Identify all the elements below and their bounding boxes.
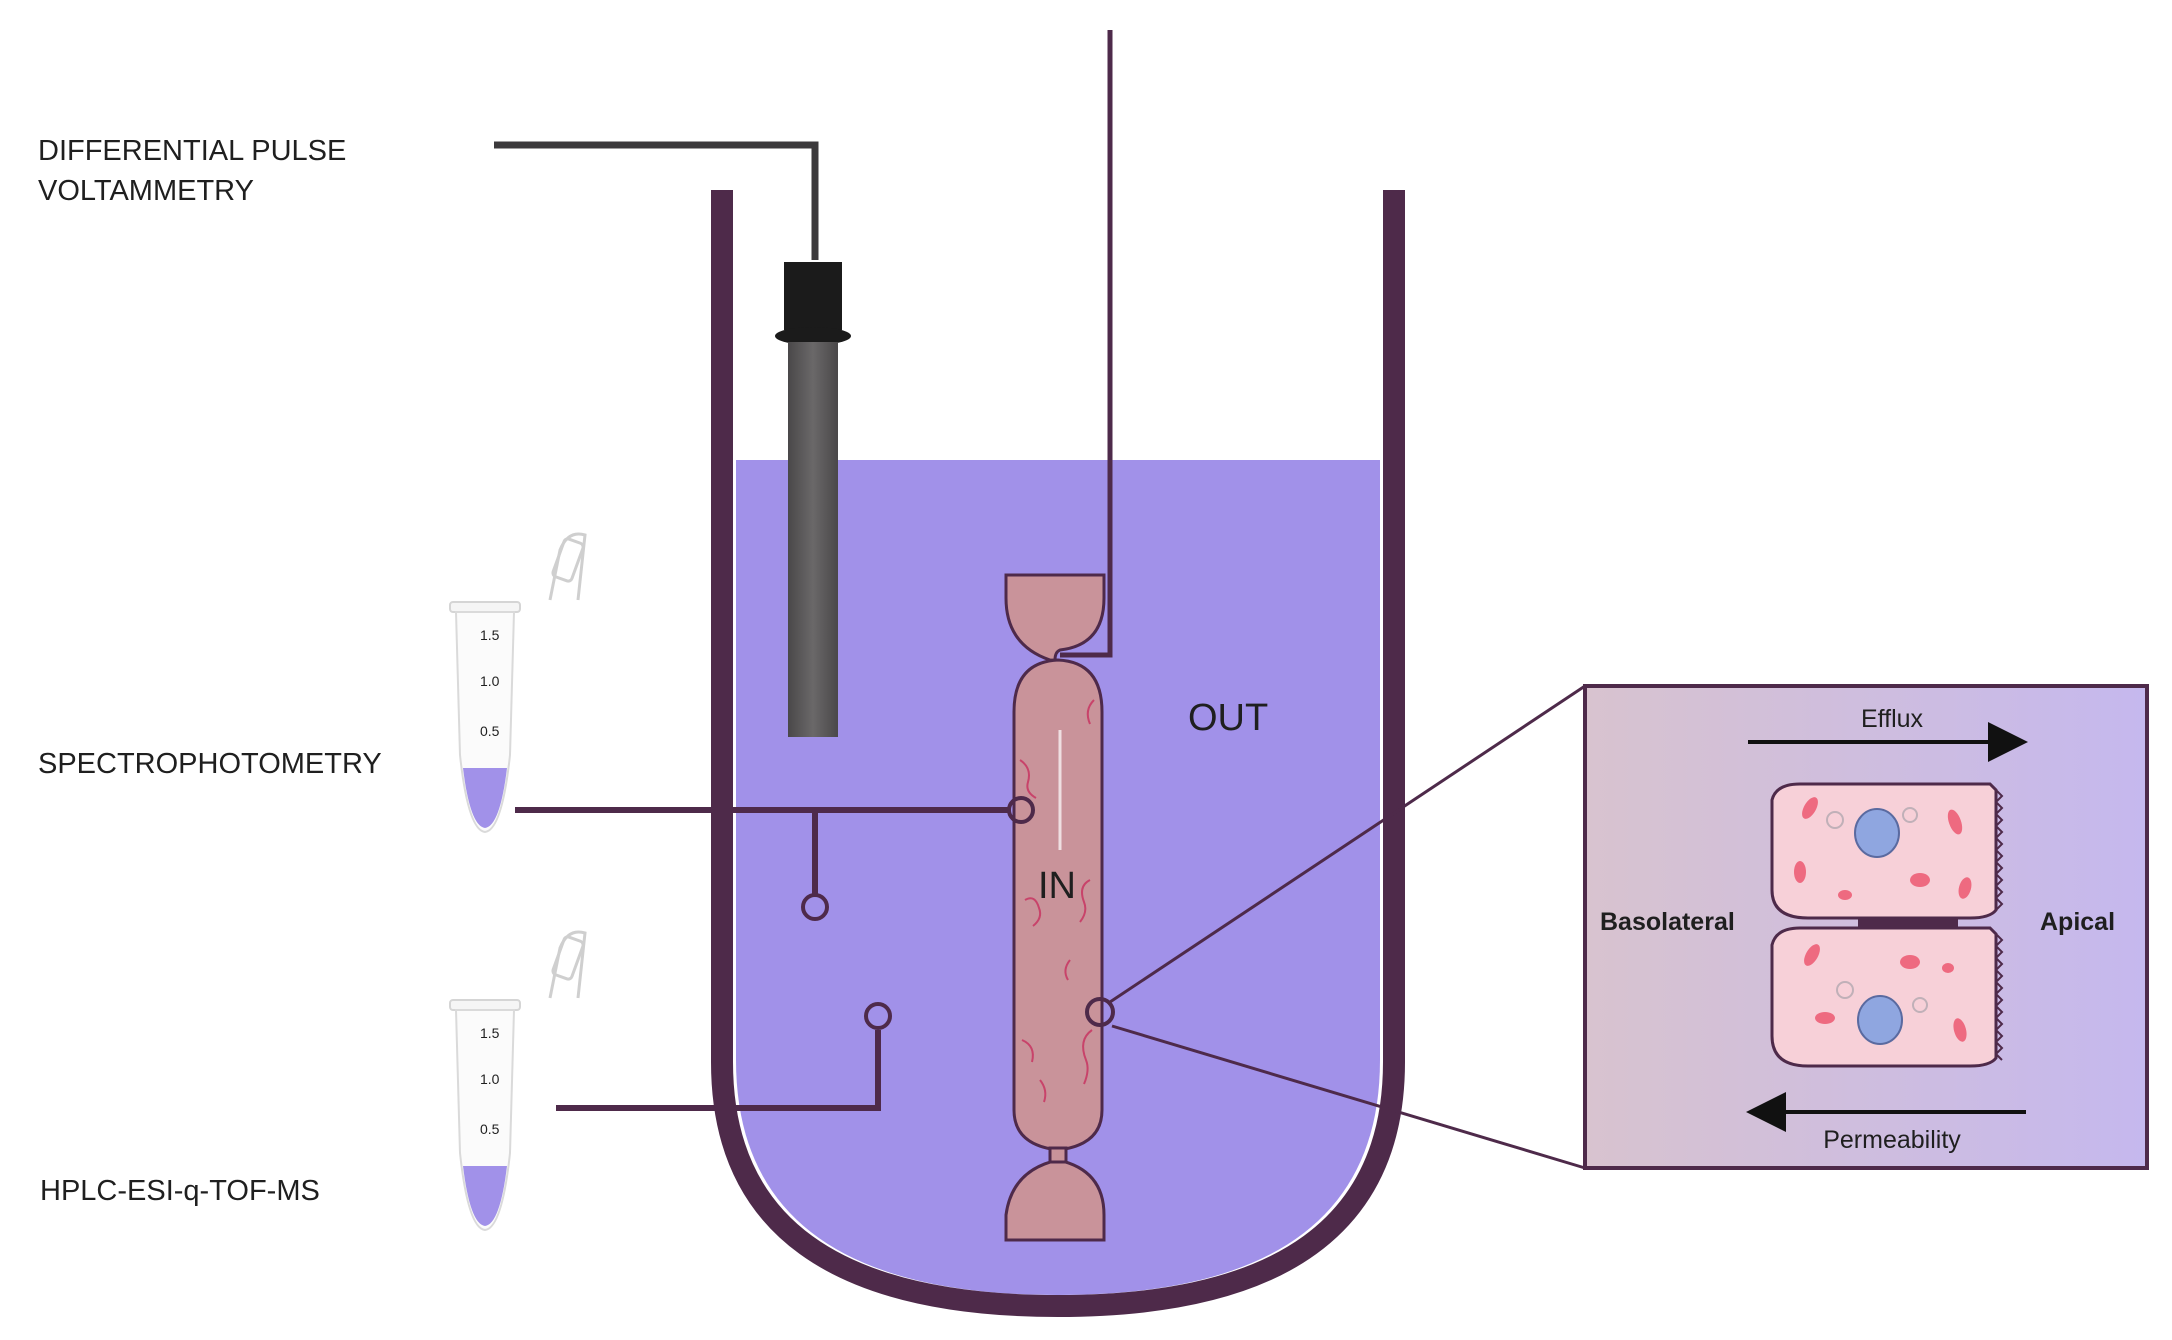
tube-mark: 0.5 — [480, 723, 500, 739]
basolateral-label: Basolateral — [1600, 908, 1735, 936]
tube-mark: 1.0 — [480, 1071, 500, 1087]
zoom-lines — [1085, 684, 1586, 1170]
apical-label: Apical — [2040, 908, 2115, 936]
dpv-label-line1: DIFFERENTIAL PULSE — [38, 135, 346, 167]
electrode — [775, 262, 851, 737]
tight-junction — [1858, 917, 1958, 929]
intestinal-sac — [1004, 573, 1106, 1242]
in-label: IN — [1038, 865, 1076, 907]
suspension-thread — [1060, 30, 1113, 658]
out-label: OUT — [1188, 697, 1268, 739]
permeability-label: Permeability — [1823, 1126, 1961, 1154]
dpv-label-line2: VOLTAMMETRY — [38, 175, 254, 207]
spectro-label: SPECTROPHOTOMETRY — [38, 748, 382, 780]
cell-inset: Efflux Permeability Basolateral Apical — [1583, 684, 2149, 1170]
tube-mark: 1.0 — [480, 673, 500, 689]
spectro-sampling-line — [515, 796, 1035, 921]
tube-mark: 0.5 — [480, 1121, 500, 1137]
beaker-vessel — [711, 190, 1405, 1318]
sample-tube-hplc: 1.5 1.0 0.5 — [449, 930, 587, 1232]
dpv-cable — [494, 141, 819, 260]
efflux-label: Efflux — [1861, 705, 1924, 733]
sac-vessels — [1019, 699, 1095, 1103]
epithelial-cell-top — [1770, 782, 2004, 920]
epithelial-cell-bottom — [1770, 926, 2004, 1068]
tube-mark: 1.5 — [480, 1025, 500, 1041]
hplc-label: HPLC-ESI-q-TOF-MS — [40, 1175, 320, 1207]
sample-tube-spectro: 1.5 1.0 0.5 — [449, 532, 587, 834]
hplc-sampling-line — [556, 1002, 892, 1111]
tube-mark: 1.5 — [480, 627, 500, 643]
